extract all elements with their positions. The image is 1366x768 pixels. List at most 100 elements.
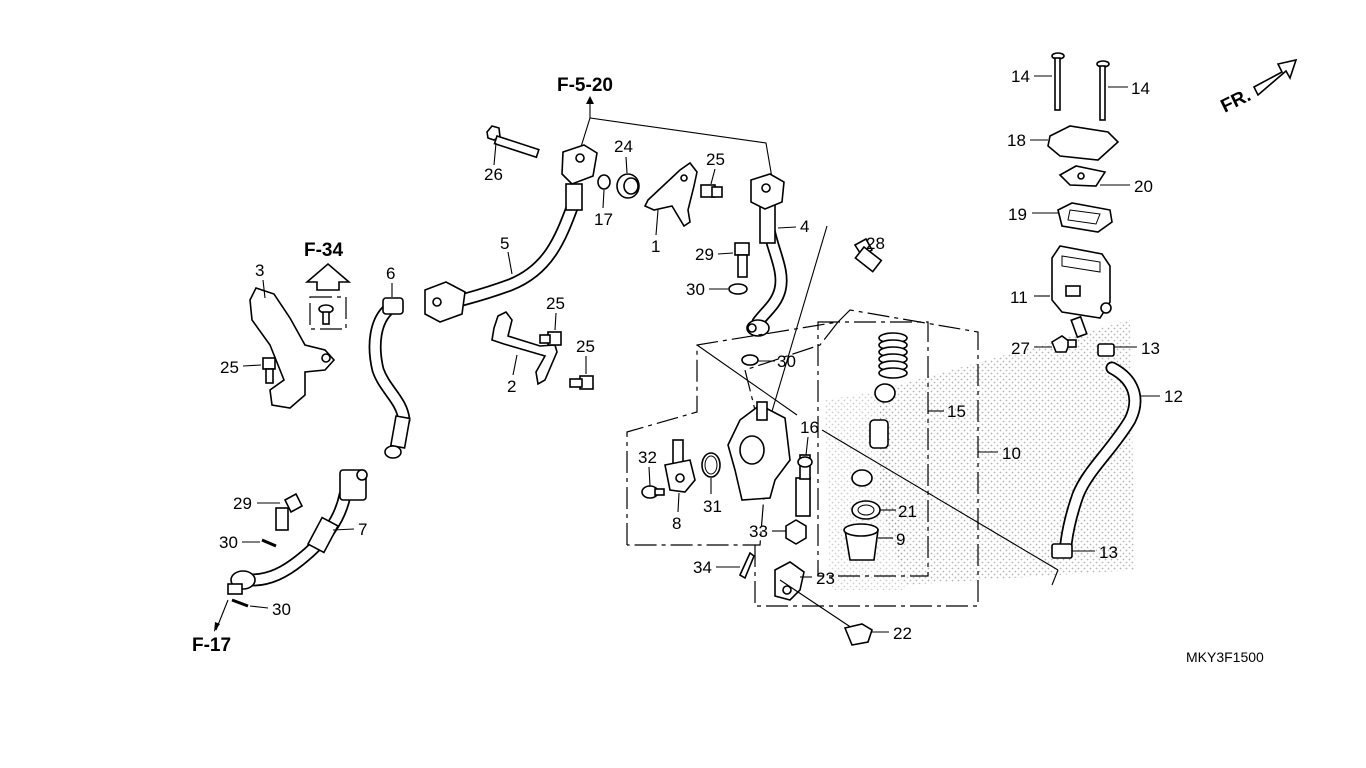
part-5-brake-hose <box>424 144 598 323</box>
part-19-diaphragm <box>1057 202 1113 233</box>
part-25-bolt-a <box>700 184 723 198</box>
ref-f-5-20-leader <box>579 117 773 179</box>
callout-26[interactable]: 26 <box>484 165 503 184</box>
part-30-washer-a <box>728 283 748 295</box>
part-34-cotter-pin <box>738 551 755 580</box>
spring <box>878 332 908 379</box>
callout-32[interactable]: 32 <box>638 448 657 467</box>
callout-7[interactable]: 7 <box>358 520 367 539</box>
callout-23[interactable]: 23 <box>816 569 835 588</box>
part-16-push-rod <box>795 454 813 517</box>
callout-14-a[interactable]: 14 <box>1011 67 1030 86</box>
part-20-plate <box>1058 165 1107 187</box>
up-arrow-icon <box>304 262 352 291</box>
part-26-bolt <box>486 125 540 159</box>
part-8-joint <box>664 439 696 493</box>
callout-17[interactable]: 17 <box>594 210 613 229</box>
callout-30-a[interactable]: 30 <box>686 280 705 299</box>
callout-21[interactable]: 21 <box>898 502 917 521</box>
callout-25-c[interactable]: 25 <box>546 294 565 313</box>
part-21-circlip <box>851 500 881 520</box>
part-18-cap <box>1047 125 1120 161</box>
part-4-brake-hose <box>746 173 788 337</box>
part-3-bracket <box>249 287 336 409</box>
callout-25-a[interactable]: 25 <box>706 150 725 169</box>
callout-3[interactable]: 3 <box>255 261 264 280</box>
callout-27[interactable]: 27 <box>1011 339 1030 358</box>
callout-10[interactable]: 10 <box>1002 444 1021 463</box>
ref-arrowhead <box>586 96 594 104</box>
part-13-clip-a <box>1097 343 1115 357</box>
callout-34[interactable]: 34 <box>693 558 712 577</box>
piston-kit-box <box>754 309 979 607</box>
part-32-screw <box>641 485 665 499</box>
part-30-washer-c <box>261 538 277 548</box>
callout-4[interactable]: 4 <box>800 217 809 236</box>
part-6-7-brake-hose <box>227 297 411 595</box>
part-33-nut <box>785 519 807 545</box>
callout-24[interactable]: 24 <box>614 137 633 156</box>
part-17-collar <box>597 174 611 190</box>
callout-29-a[interactable]: 29 <box>695 245 714 264</box>
callout-12[interactable]: 12 <box>1164 387 1183 406</box>
callout-30-d[interactable]: 30 <box>272 600 291 619</box>
part-9-boot <box>843 523 879 561</box>
ref-f-17-arrowhead <box>214 622 220 632</box>
part-12-reservoir-hose <box>1059 361 1142 551</box>
front-direction-indicator: FR. <box>1218 58 1298 117</box>
callout-9[interactable]: 9 <box>896 530 905 549</box>
fr-arrow-icon <box>1252 58 1298 97</box>
callout-14-b[interactable]: 14 <box>1131 79 1150 98</box>
part-25-bolt-c <box>539 331 562 346</box>
callout-13-b[interactable]: 13 <box>1099 543 1118 562</box>
callout-8[interactable]: 8 <box>672 514 681 533</box>
part-31-o-ring <box>701 452 721 478</box>
part-24-grommet <box>616 173 640 199</box>
ref-f-34-box <box>309 296 347 330</box>
part-29-bolt-b <box>275 492 304 531</box>
callout-16[interactable]: 16 <box>800 418 819 437</box>
fr-label: FR. <box>1218 85 1255 117</box>
callout-11[interactable]: 11 <box>1010 288 1028 307</box>
screw-icon <box>318 304 334 325</box>
callout-6[interactable]: 6 <box>386 264 395 283</box>
callout-20[interactable]: 20 <box>1134 177 1153 196</box>
part-22-pin <box>843 623 873 646</box>
callout-1[interactable]: 1 <box>651 237 660 256</box>
callout-13-a[interactable]: 13 <box>1141 339 1160 358</box>
part-27-bolt <box>1051 335 1077 353</box>
part-11-reservoir <box>1051 245 1112 339</box>
part-25-bolt-b <box>262 357 276 384</box>
part-1-bracket <box>643 161 698 228</box>
part-29-bolt-a <box>734 242 750 278</box>
part-25-bolt-d <box>569 375 594 390</box>
callout-19[interactable]: 19 <box>1008 205 1027 224</box>
part-30-washer-d <box>231 598 249 608</box>
callout-25-b[interactable]: 25 <box>220 358 239 377</box>
part-13-clip-b <box>1051 543 1073 559</box>
part-14-screws <box>1051 52 1110 121</box>
callout-15[interactable]: 15 <box>947 402 966 421</box>
callout-33[interactable]: 33 <box>749 522 768 541</box>
ref-f-17[interactable]: F-17 <box>192 635 231 656</box>
drawing-code: MKY3F1500 <box>1186 649 1264 665</box>
ref-f-34[interactable]: F-34 <box>304 240 344 261</box>
callout-5[interactable]: 5 <box>500 234 509 253</box>
master-cylinder-body <box>727 401 791 501</box>
part-23-joint <box>774 561 805 601</box>
callout-28[interactable]: 28 <box>866 234 885 253</box>
callout-29-b[interactable]: 29 <box>233 494 252 513</box>
callout-22[interactable]: 22 <box>893 624 912 643</box>
part-2-bracket <box>491 310 558 386</box>
part-15-piston-set <box>851 332 908 487</box>
callout-31[interactable]: 31 <box>703 497 722 516</box>
piston-set-box <box>817 321 929 577</box>
callout-25-d[interactable]: 25 <box>576 337 595 356</box>
part-28-bolt <box>853 237 883 273</box>
callout-2[interactable]: 2 <box>507 377 516 396</box>
callout-30-c[interactable]: 30 <box>219 533 238 552</box>
ref-f-5-20[interactable]: F-5-20 <box>557 75 613 96</box>
part-30-washer-b <box>741 354 759 366</box>
callout-18[interactable]: 18 <box>1007 131 1026 150</box>
